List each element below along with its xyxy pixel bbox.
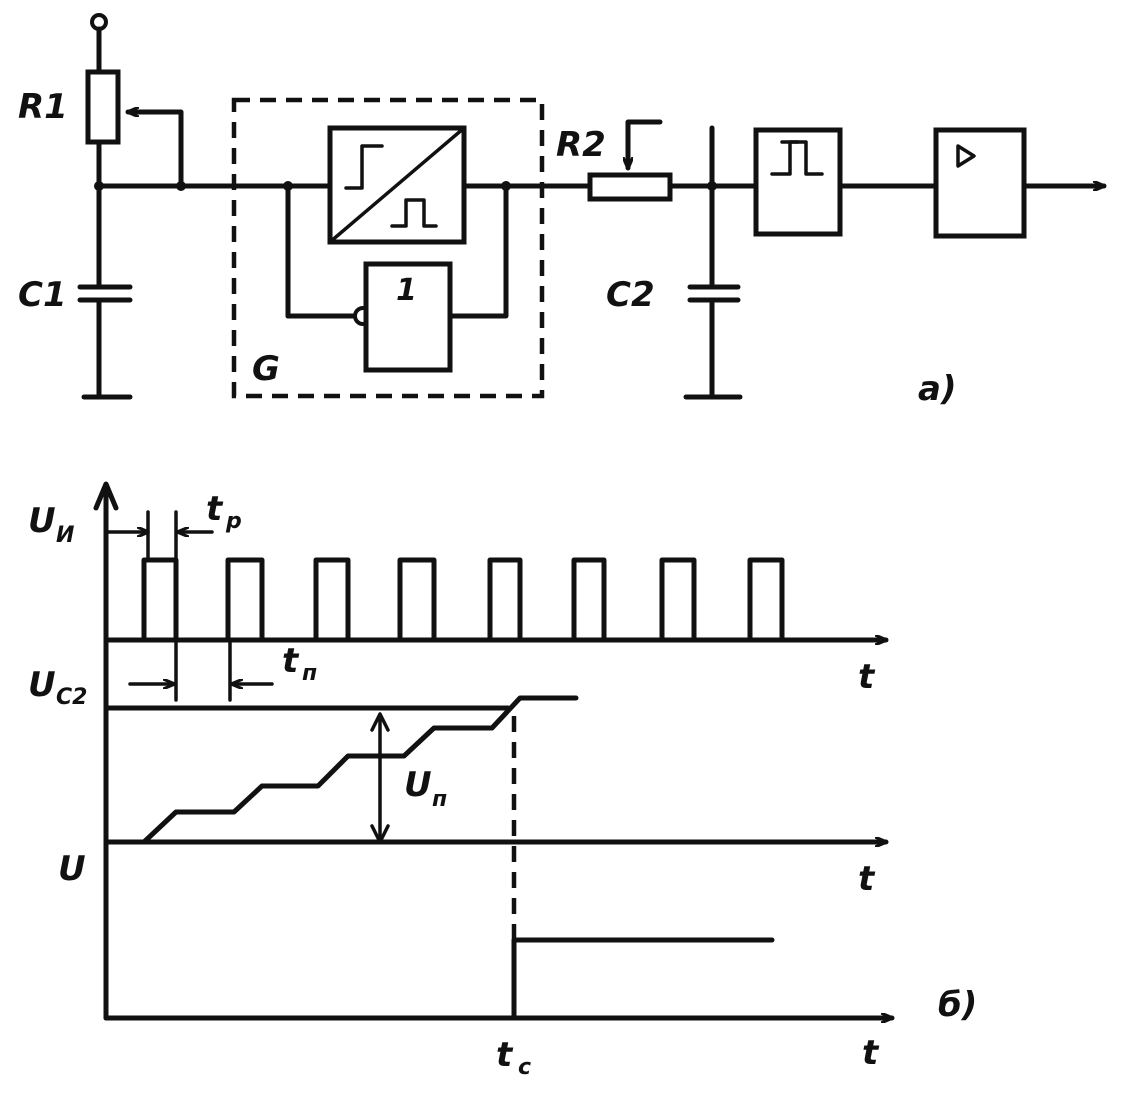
c1-label: C1 <box>18 275 67 315</box>
c2-capacitor <box>687 284 741 303</box>
svg-text:c: c <box>518 1055 531 1080</box>
axis-label-u: U <box>58 849 86 889</box>
svg-text:п: п <box>302 661 317 686</box>
c2-label: C2 <box>606 275 655 315</box>
svg-text:t: t <box>206 489 224 529</box>
timing-diagram: U И U C2 U t t р t п t <box>28 481 977 1080</box>
svg-text:U: U <box>404 765 432 805</box>
schmitt-trigger-block <box>327 125 467 245</box>
pulse-train <box>103 557 785 643</box>
un-label: U п <box>404 765 447 812</box>
circuit-schematic: R1 C1 G 1 <box>18 13 1107 409</box>
r1-resistor <box>85 69 121 145</box>
r2-label: R2 <box>556 125 606 165</box>
r1-wiper <box>125 112 184 189</box>
tp-label: t р <box>206 489 242 534</box>
svg-text:t: t <box>496 1035 514 1075</box>
inverter-label: 1 <box>396 273 417 308</box>
r2-resistor <box>587 172 673 202</box>
time-label-1: t <box>858 657 876 697</box>
staircase-voltage <box>141 695 579 845</box>
svg-text:t: t <box>282 641 300 681</box>
tc-label: t c <box>496 1035 531 1080</box>
axis-label-uc2: U C2 <box>28 665 87 710</box>
y-axis-arrow <box>93 481 119 511</box>
output-step <box>511 937 775 1021</box>
svg-text:U: U <box>28 665 56 705</box>
schmitt-trigger <box>753 127 843 237</box>
r1-label: R1 <box>18 87 68 127</box>
amplifier <box>933 127 1027 239</box>
tn-label: t п <box>282 641 317 686</box>
time-label-3: t <box>862 1033 880 1073</box>
generator-block <box>231 97 545 399</box>
svg-text:п: п <box>432 787 447 812</box>
time-label-2: t <box>858 859 876 899</box>
axis-label-ui: U И <box>28 501 74 548</box>
part-a-label: a) <box>918 369 956 409</box>
svg-text:И: И <box>56 523 74 548</box>
svg-text:C2: C2 <box>56 685 87 710</box>
svg-text:U: U <box>28 501 56 541</box>
generator-label: G <box>252 349 280 389</box>
inverter-gate <box>363 261 453 373</box>
svg-text:р: р <box>225 509 242 534</box>
r2-wiper <box>628 119 663 171</box>
c1-capacitor <box>77 284 133 303</box>
part-b-label: б) <box>938 985 977 1025</box>
